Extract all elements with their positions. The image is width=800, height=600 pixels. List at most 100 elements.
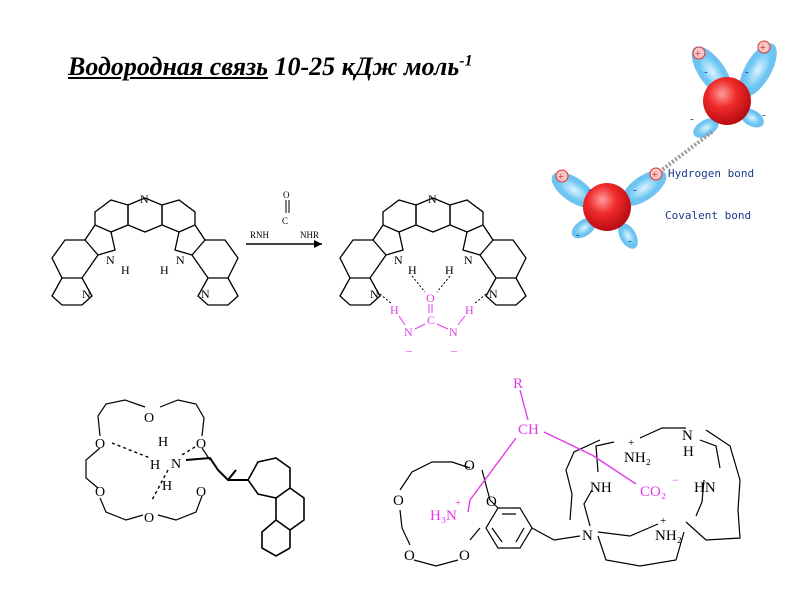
svg-text:C: C bbox=[282, 216, 288, 226]
svg-text:H₃N: H₃N bbox=[430, 508, 457, 524]
svg-text:−: − bbox=[672, 473, 679, 487]
urea-reagent: O C RNH NHR bbox=[250, 190, 319, 240]
svg-text:O: O bbox=[95, 437, 105, 452]
svg-text:HN: HN bbox=[694, 480, 716, 496]
svg-text:+: + bbox=[652, 170, 658, 181]
svg-text:O: O bbox=[459, 548, 470, 564]
svg-text:+: + bbox=[558, 172, 564, 183]
svg-text:H: H bbox=[683, 444, 694, 460]
svg-text:O: O bbox=[196, 485, 206, 500]
svg-text:N: N bbox=[428, 192, 437, 206]
receptor-guest-labels: R CH H₃N + CO₂ − bbox=[430, 376, 679, 524]
water-molecule-upper bbox=[691, 40, 777, 138]
svg-text:N: N bbox=[464, 253, 473, 267]
oxygen-atom-lower bbox=[583, 183, 631, 231]
hydrogen-bond-line bbox=[652, 130, 714, 178]
title-superscript: -1 bbox=[459, 52, 473, 70]
svg-text:NHR: NHR bbox=[300, 230, 319, 240]
svg-text:H: H bbox=[162, 479, 172, 494]
receptor-framework bbox=[399, 427, 741, 567]
product-h-bonds bbox=[379, 275, 487, 305]
svg-text:-: - bbox=[633, 184, 637, 196]
svg-text:N: N bbox=[582, 528, 593, 544]
svg-text:-: - bbox=[588, 184, 592, 196]
charge-signs: + + + + bbox=[558, 43, 766, 183]
hydrogen-bond-label: Hydrogen bond bbox=[668, 167, 754, 180]
svg-text:O: O bbox=[283, 190, 290, 200]
host-right-structure bbox=[339, 197, 527, 306]
svg-text:N: N bbox=[370, 287, 379, 301]
svg-text:N: N bbox=[449, 325, 458, 339]
svg-text:RNH: RNH bbox=[250, 230, 270, 240]
svg-text:+: + bbox=[660, 515, 666, 527]
svg-text:NH: NH bbox=[590, 480, 612, 496]
svg-text:O: O bbox=[464, 458, 475, 474]
slide-title: Водородная связь 10-25 кДж моль-1 bbox=[68, 52, 473, 82]
svg-text:+: + bbox=[760, 43, 766, 54]
svg-text:O: O bbox=[486, 494, 497, 510]
svg-text:N: N bbox=[394, 253, 403, 267]
svg-text:H: H bbox=[150, 458, 160, 473]
host-right-labels: N N H N H N N bbox=[370, 192, 498, 301]
svg-text:N: N bbox=[140, 192, 149, 206]
svg-text:-: - bbox=[745, 66, 749, 78]
svg-text:CH: CH bbox=[518, 422, 539, 438]
host-left-structure bbox=[51, 197, 239, 306]
svg-text:NH₂: NH₂ bbox=[655, 528, 682, 544]
title-underlined: Водородная связь bbox=[68, 52, 269, 81]
svg-text:N: N bbox=[489, 287, 498, 301]
covalent-bond-label: Covalent bond bbox=[665, 209, 751, 222]
svg-text:-: - bbox=[576, 229, 580, 241]
minus-signs: - - - - - - - - bbox=[576, 66, 766, 247]
svg-text:H: H bbox=[160, 263, 169, 277]
svg-text:O: O bbox=[144, 411, 154, 426]
naphthalene bbox=[247, 457, 305, 557]
svg-text:H: H bbox=[158, 435, 168, 450]
svg-text:N: N bbox=[82, 287, 91, 301]
ammonium-chain bbox=[185, 456, 248, 481]
svg-text:O: O bbox=[393, 493, 404, 509]
svg-text:-: - bbox=[690, 113, 694, 125]
guest-urea: O C N N H H – – bbox=[390, 291, 474, 357]
svg-text:O: O bbox=[404, 548, 415, 564]
svg-text:+: + bbox=[628, 437, 634, 449]
receptor-guest-bonds bbox=[467, 389, 637, 513]
svg-text:N: N bbox=[171, 457, 181, 472]
svg-text:O: O bbox=[95, 485, 105, 500]
svg-text:O: O bbox=[196, 437, 206, 452]
title-rest: 10-25 кДж моль bbox=[268, 52, 460, 81]
svg-text:+: + bbox=[695, 49, 701, 60]
host-left-labels: N N H N H N N bbox=[82, 192, 210, 301]
svg-text:H: H bbox=[408, 263, 417, 277]
svg-text:H: H bbox=[465, 303, 474, 317]
svg-text:-: - bbox=[704, 66, 708, 78]
svg-text:N: N bbox=[404, 325, 413, 339]
crown-h-bonds bbox=[111, 442, 196, 501]
svg-text:–: – bbox=[450, 343, 458, 357]
svg-text:N: N bbox=[176, 253, 185, 267]
svg-text:CO₂: CO₂ bbox=[640, 484, 666, 500]
oxygen-atom-upper bbox=[703, 77, 751, 125]
svg-text:-: - bbox=[628, 235, 632, 247]
svg-text:H: H bbox=[121, 263, 130, 277]
svg-text:–: – bbox=[405, 343, 413, 357]
svg-text:N: N bbox=[106, 253, 115, 267]
svg-text:N: N bbox=[682, 428, 693, 444]
receptor-labels: O O O O O + NH₂ N H NH HN N + NH₂ bbox=[393, 428, 716, 564]
svg-text:R: R bbox=[513, 376, 523, 392]
water-molecule-lower bbox=[551, 167, 667, 249]
svg-text:NH₂: NH₂ bbox=[624, 450, 651, 466]
crown-ring bbox=[85, 399, 211, 521]
crown-labels: O O O O O O N H H H bbox=[95, 411, 206, 526]
svg-text:N: N bbox=[201, 287, 210, 301]
svg-text:C: C bbox=[427, 313, 435, 327]
svg-text:-: - bbox=[762, 109, 766, 121]
svg-text:O: O bbox=[144, 511, 154, 526]
svg-text:H: H bbox=[390, 303, 399, 317]
svg-text:+: + bbox=[455, 497, 461, 509]
